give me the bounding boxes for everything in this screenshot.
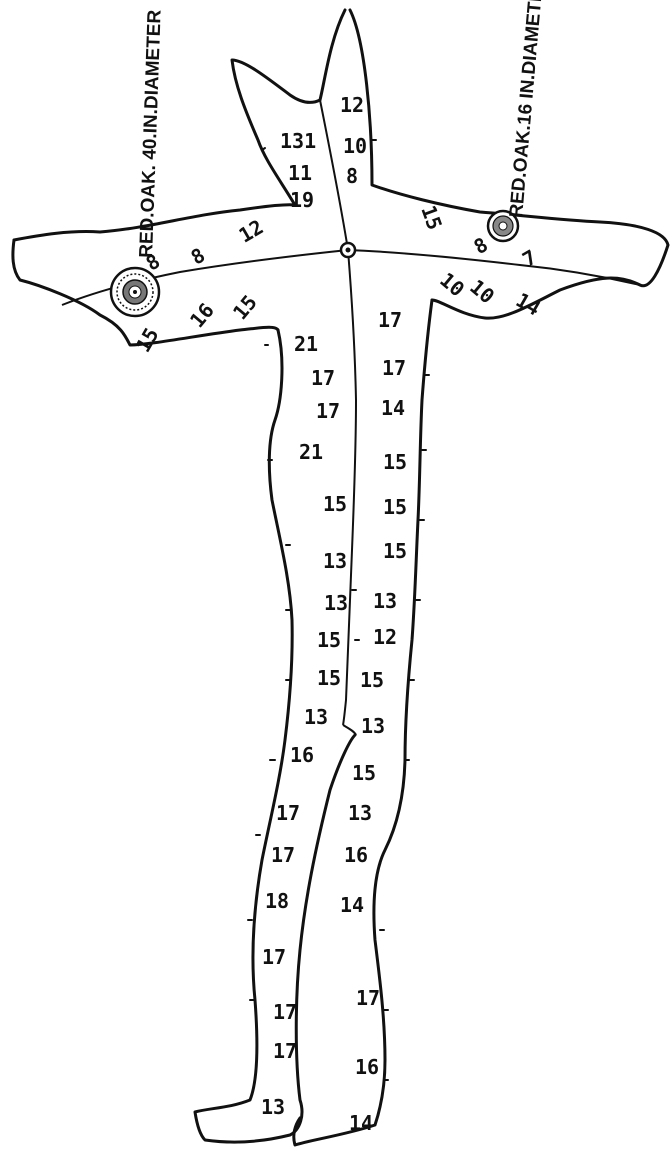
left-trunk-width: 13	[304, 705, 328, 729]
left-leg-width: 17	[276, 801, 300, 825]
left-trunk-width: 13	[323, 549, 347, 573]
right-leg-width: 16	[355, 1055, 379, 1079]
right-trunk-width: 15	[383, 539, 407, 563]
right-leg-width: 15	[352, 761, 376, 785]
top-branch-width: 8	[346, 164, 358, 188]
left-leg-width: 13	[261, 1095, 285, 1119]
right-trunk-width: 15	[383, 450, 407, 474]
upper-left-branch-width: 131	[280, 129, 316, 153]
upper-left-branch-width: 19	[290, 188, 314, 212]
right-arm-width: 8	[469, 232, 491, 259]
right-trunk-width: 14	[381, 396, 405, 420]
left-arm-width: 8	[142, 249, 164, 276]
left-arm-width: 12	[235, 215, 268, 248]
left-trunk-width: 17	[311, 366, 335, 390]
left-arm-width: 8	[187, 243, 209, 270]
top-branch-width: 12	[340, 93, 364, 117]
right-trunk-width: 12	[373, 625, 397, 649]
left-trunk-width: 15	[323, 492, 347, 516]
right-arm-width: 7	[518, 245, 540, 272]
right-leg-width: 17	[356, 986, 380, 1010]
left-leg-width: 17	[271, 843, 295, 867]
top-branch-width: 10	[343, 134, 367, 158]
right-trunk-width: 17	[382, 356, 406, 380]
left-leg-width: 17	[273, 1000, 297, 1024]
left-arm-lower-width: 15	[131, 324, 164, 357]
upper-left-branch-width: 11	[288, 161, 312, 185]
right-trunk-width: 15	[360, 668, 384, 692]
left-trunk-width: 21	[294, 332, 318, 356]
right-arm-width: 14	[512, 288, 545, 321]
left-arm-lower-width: 15	[228, 290, 262, 324]
left-arm-lower-width: 16	[185, 298, 219, 332]
right-trunk-width: 13	[361, 714, 385, 738]
right-leg-width: 16	[344, 843, 368, 867]
right-trunk-width: 13	[373, 589, 397, 613]
right-leg-width: 14	[349, 1111, 373, 1135]
left-trunk-width: 13	[324, 591, 348, 615]
left-leg-width: 17	[262, 945, 286, 969]
left-leg-width: 18	[265, 889, 289, 913]
right-leg-width: 13	[348, 801, 372, 825]
left-trunk-width: 21	[299, 440, 323, 464]
left-trunk-width: 17	[316, 399, 340, 423]
right-trunk-width: 15	[383, 495, 407, 519]
left-leg-width: 17	[273, 1039, 297, 1063]
right-trunk-width: 17	[378, 308, 402, 332]
right-arm-width: 15	[416, 202, 447, 233]
left-trunk-width: 15	[317, 628, 341, 652]
right-leg-width: 14	[340, 893, 364, 917]
right-arm-width: 10	[465, 275, 499, 309]
right-arm-width: 10	[435, 268, 469, 302]
left-trunk-width: 16	[290, 743, 314, 767]
left-trunk-width: 15	[317, 666, 341, 690]
